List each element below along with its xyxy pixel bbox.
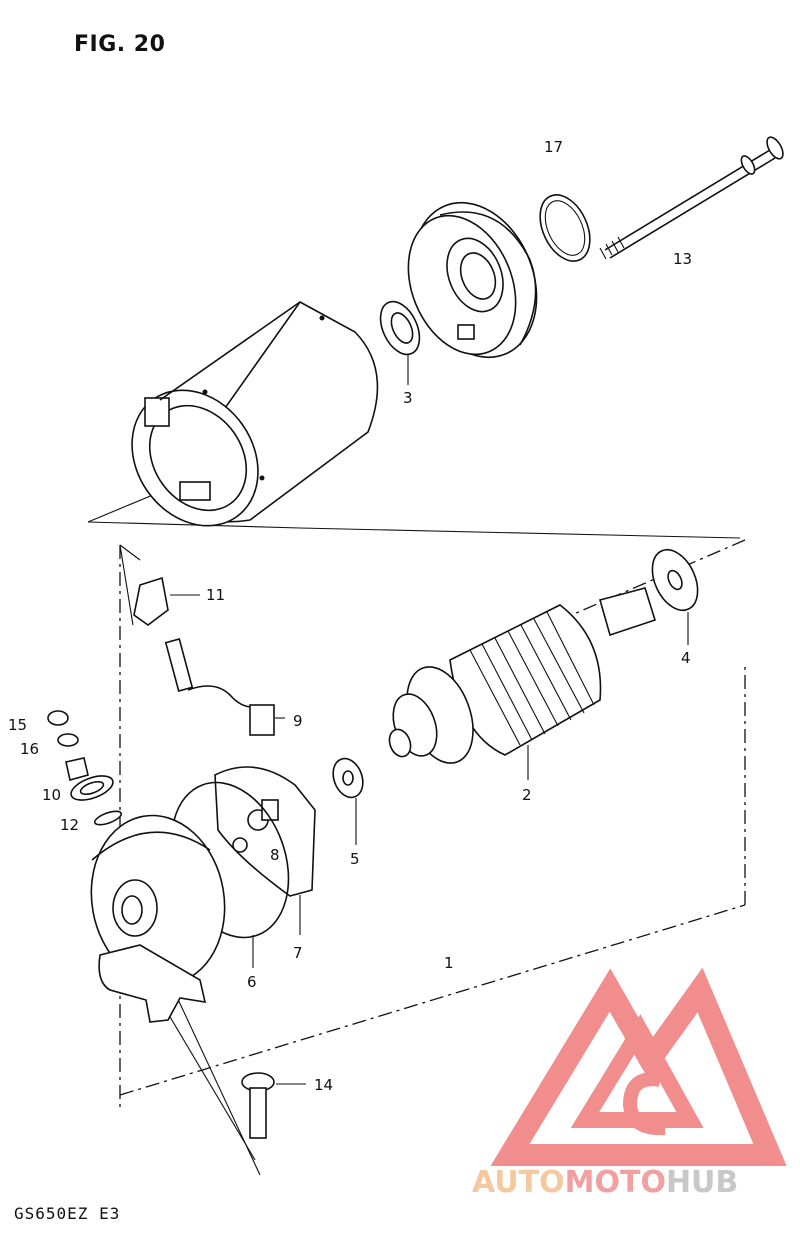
through-bolt: [599, 136, 784, 260]
brush-9: [164, 638, 285, 736]
callout-13: 13: [673, 250, 692, 268]
clip-11: [133, 576, 200, 626]
callout-12: 12: [60, 816, 79, 834]
o-ring-17: [539, 194, 591, 262]
callout-6: 6: [247, 973, 257, 991]
small-hardware: [47, 710, 123, 826]
figure-title: FIG. 20: [74, 32, 166, 57]
armature-2: [388, 587, 656, 780]
callout-4: 4: [681, 649, 691, 667]
rear-end-cover: [407, 201, 538, 359]
callout-16: 16: [20, 740, 39, 758]
callout-15: 15: [8, 716, 27, 734]
callout-17: 17: [544, 138, 563, 156]
callout-5: 5: [350, 850, 360, 868]
screw-14: [241, 1072, 306, 1139]
callout-14: 14: [314, 1076, 333, 1094]
yoke-housing: [131, 300, 379, 527]
brush-plate-7: [214, 766, 316, 935]
front-end-cover: [90, 814, 226, 1023]
callout-9: 9: [293, 712, 303, 730]
callout-10: 10: [42, 786, 61, 804]
callout-3: 3: [403, 389, 413, 407]
callout-1: 1: [444, 954, 454, 972]
watermark-text: AUTOMOTOHUB: [472, 1165, 738, 1200]
watermark-part1: AUTO: [472, 1165, 565, 1200]
washer-4: [651, 548, 699, 645]
watermark-part2: MOTO: [565, 1165, 666, 1200]
callout-2: 2: [522, 786, 532, 804]
assembly-outline: [87, 491, 746, 1176]
oil-seal-3: [379, 300, 421, 385]
callout-8: 8: [270, 846, 280, 864]
callout-7: 7: [293, 944, 303, 962]
model-code: GS650EZ E3: [14, 1204, 121, 1223]
washer-5: [332, 757, 364, 845]
watermark-logo: [490, 967, 787, 1166]
watermark-part3: HUB: [666, 1165, 738, 1200]
callout-11: 11: [206, 586, 225, 604]
